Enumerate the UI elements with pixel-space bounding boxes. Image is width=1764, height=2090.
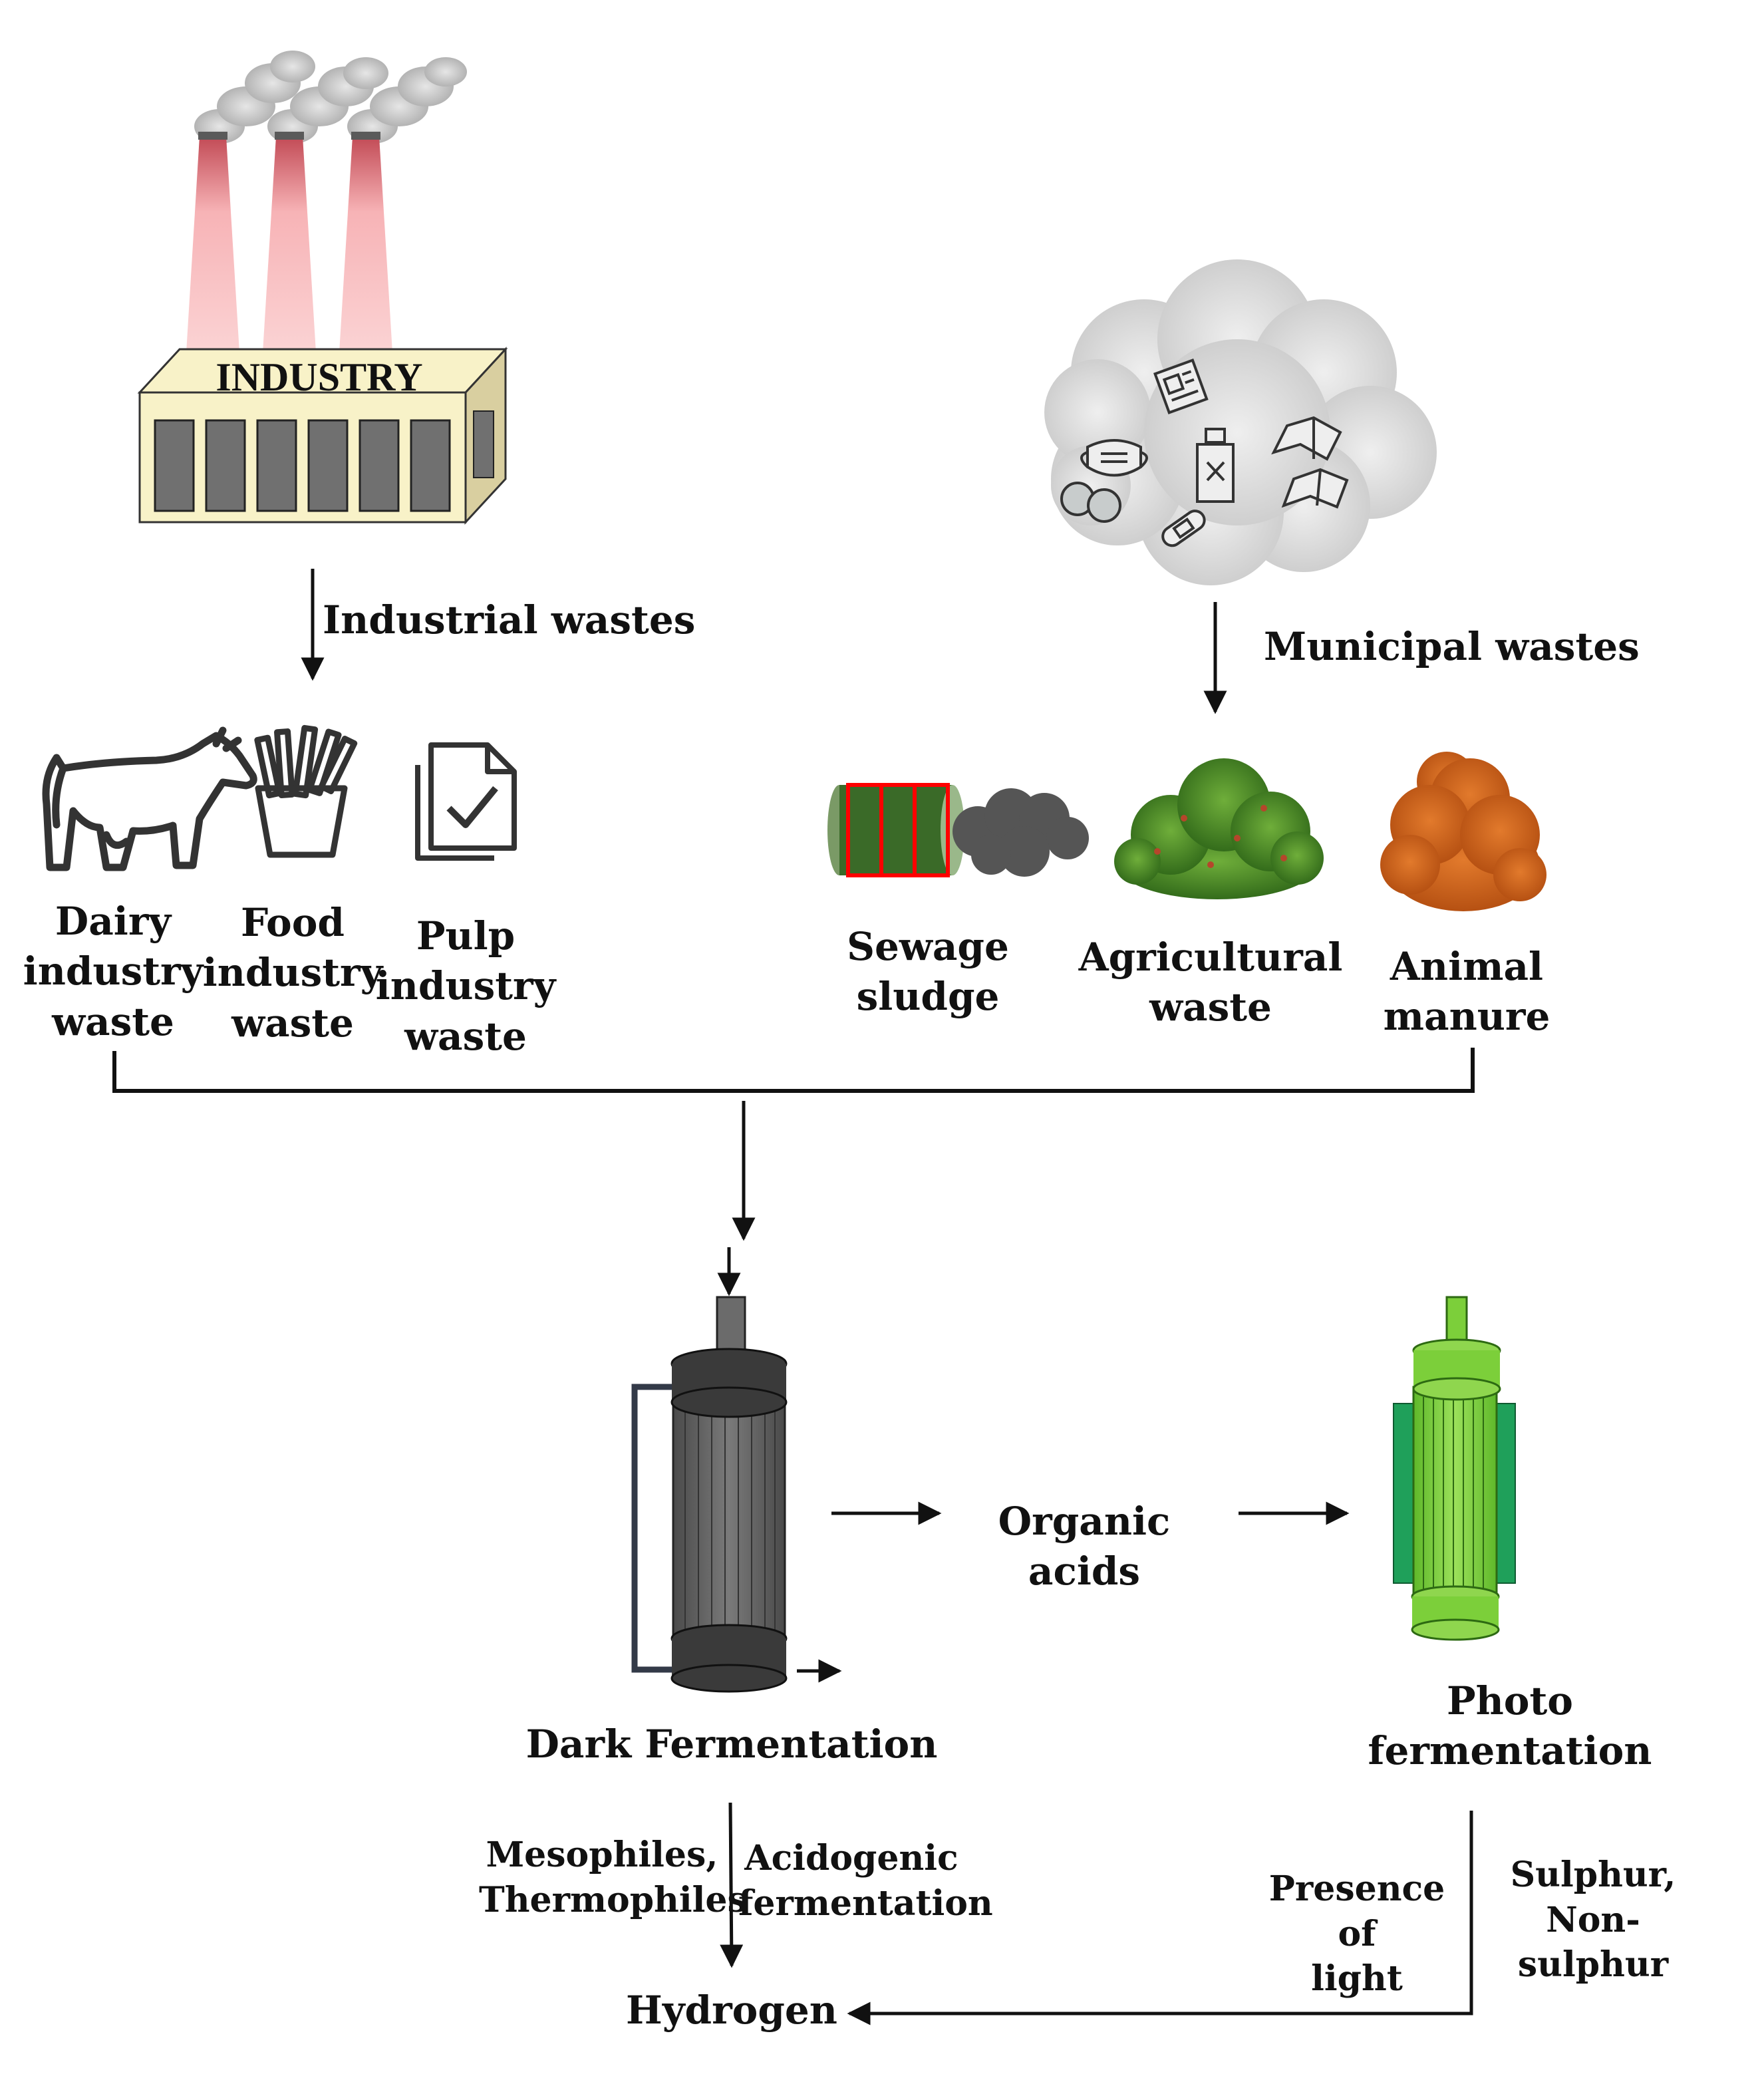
dark-fermentation-label: Dark Fermentation — [525, 1721, 938, 1767]
mesophiles-label: Mesophiles, Thermophiles — [479, 1835, 747, 1920]
mask-icon — [1080, 439, 1148, 477]
medicine-bottle-icon — [1196, 428, 1235, 503]
collection-bracket — [112, 1048, 1475, 1093]
dairy-waste-label: Dairy industry waste — [23, 899, 204, 1044]
sulphur-label: Sulphur, Non- sulphur — [1510, 1855, 1676, 1986]
books-icon — [1271, 416, 1349, 509]
industry-sign: INDUSTRY — [216, 355, 423, 399]
sewage-sludge-label: Sewage sludge — [847, 924, 1009, 1020]
animal-manure-label: Animal manure — [1383, 944, 1550, 1040]
organic-acids-label: Organic acids — [998, 1499, 1171, 1594]
manure-pile-icon — [1380, 752, 1546, 911]
hydrogen-label: Hydrogen — [626, 1988, 837, 2033]
industrial-wastes-label: Industrial wastes — [323, 597, 696, 643]
green-pile-icon — [1114, 758, 1324, 899]
bandage-icon — [1161, 510, 1206, 547]
fries-icon — [254, 724, 358, 858]
newspaper-icon — [1153, 358, 1209, 414]
photo-fermentation-label: Photo fermentation — [1368, 1678, 1652, 1774]
acidogenic-label: Acidogenic fermentation — [738, 1838, 993, 1924]
municipal-waste-cloud-icon — [1044, 259, 1437, 585]
dark-fermentation-reactor-icon — [631, 1296, 788, 1693]
cow-icon — [42, 726, 257, 871]
agricultural-waste-label: Agricultural waste — [1078, 935, 1343, 1030]
sludge-pipe-icon — [827, 783, 1089, 877]
smoke-icon — [194, 51, 467, 144]
document-check-icon — [415, 742, 517, 861]
factory-icon — [137, 51, 508, 525]
municipal-wastes-label: Municipal wastes — [1264, 624, 1640, 669]
presence-of-light-label: Presence of light — [1268, 1868, 1445, 2000]
photo-to-hydrogen-arrow — [847, 1811, 1473, 2025]
dark-to-hydrogen-arrow — [720, 1802, 744, 1968]
pulp-waste-label: Pulp industry waste — [375, 913, 556, 1059]
photo-fermentation-reactor-icon — [1393, 1296, 1516, 1641]
food-waste-label: Food industry waste — [202, 900, 383, 1046]
